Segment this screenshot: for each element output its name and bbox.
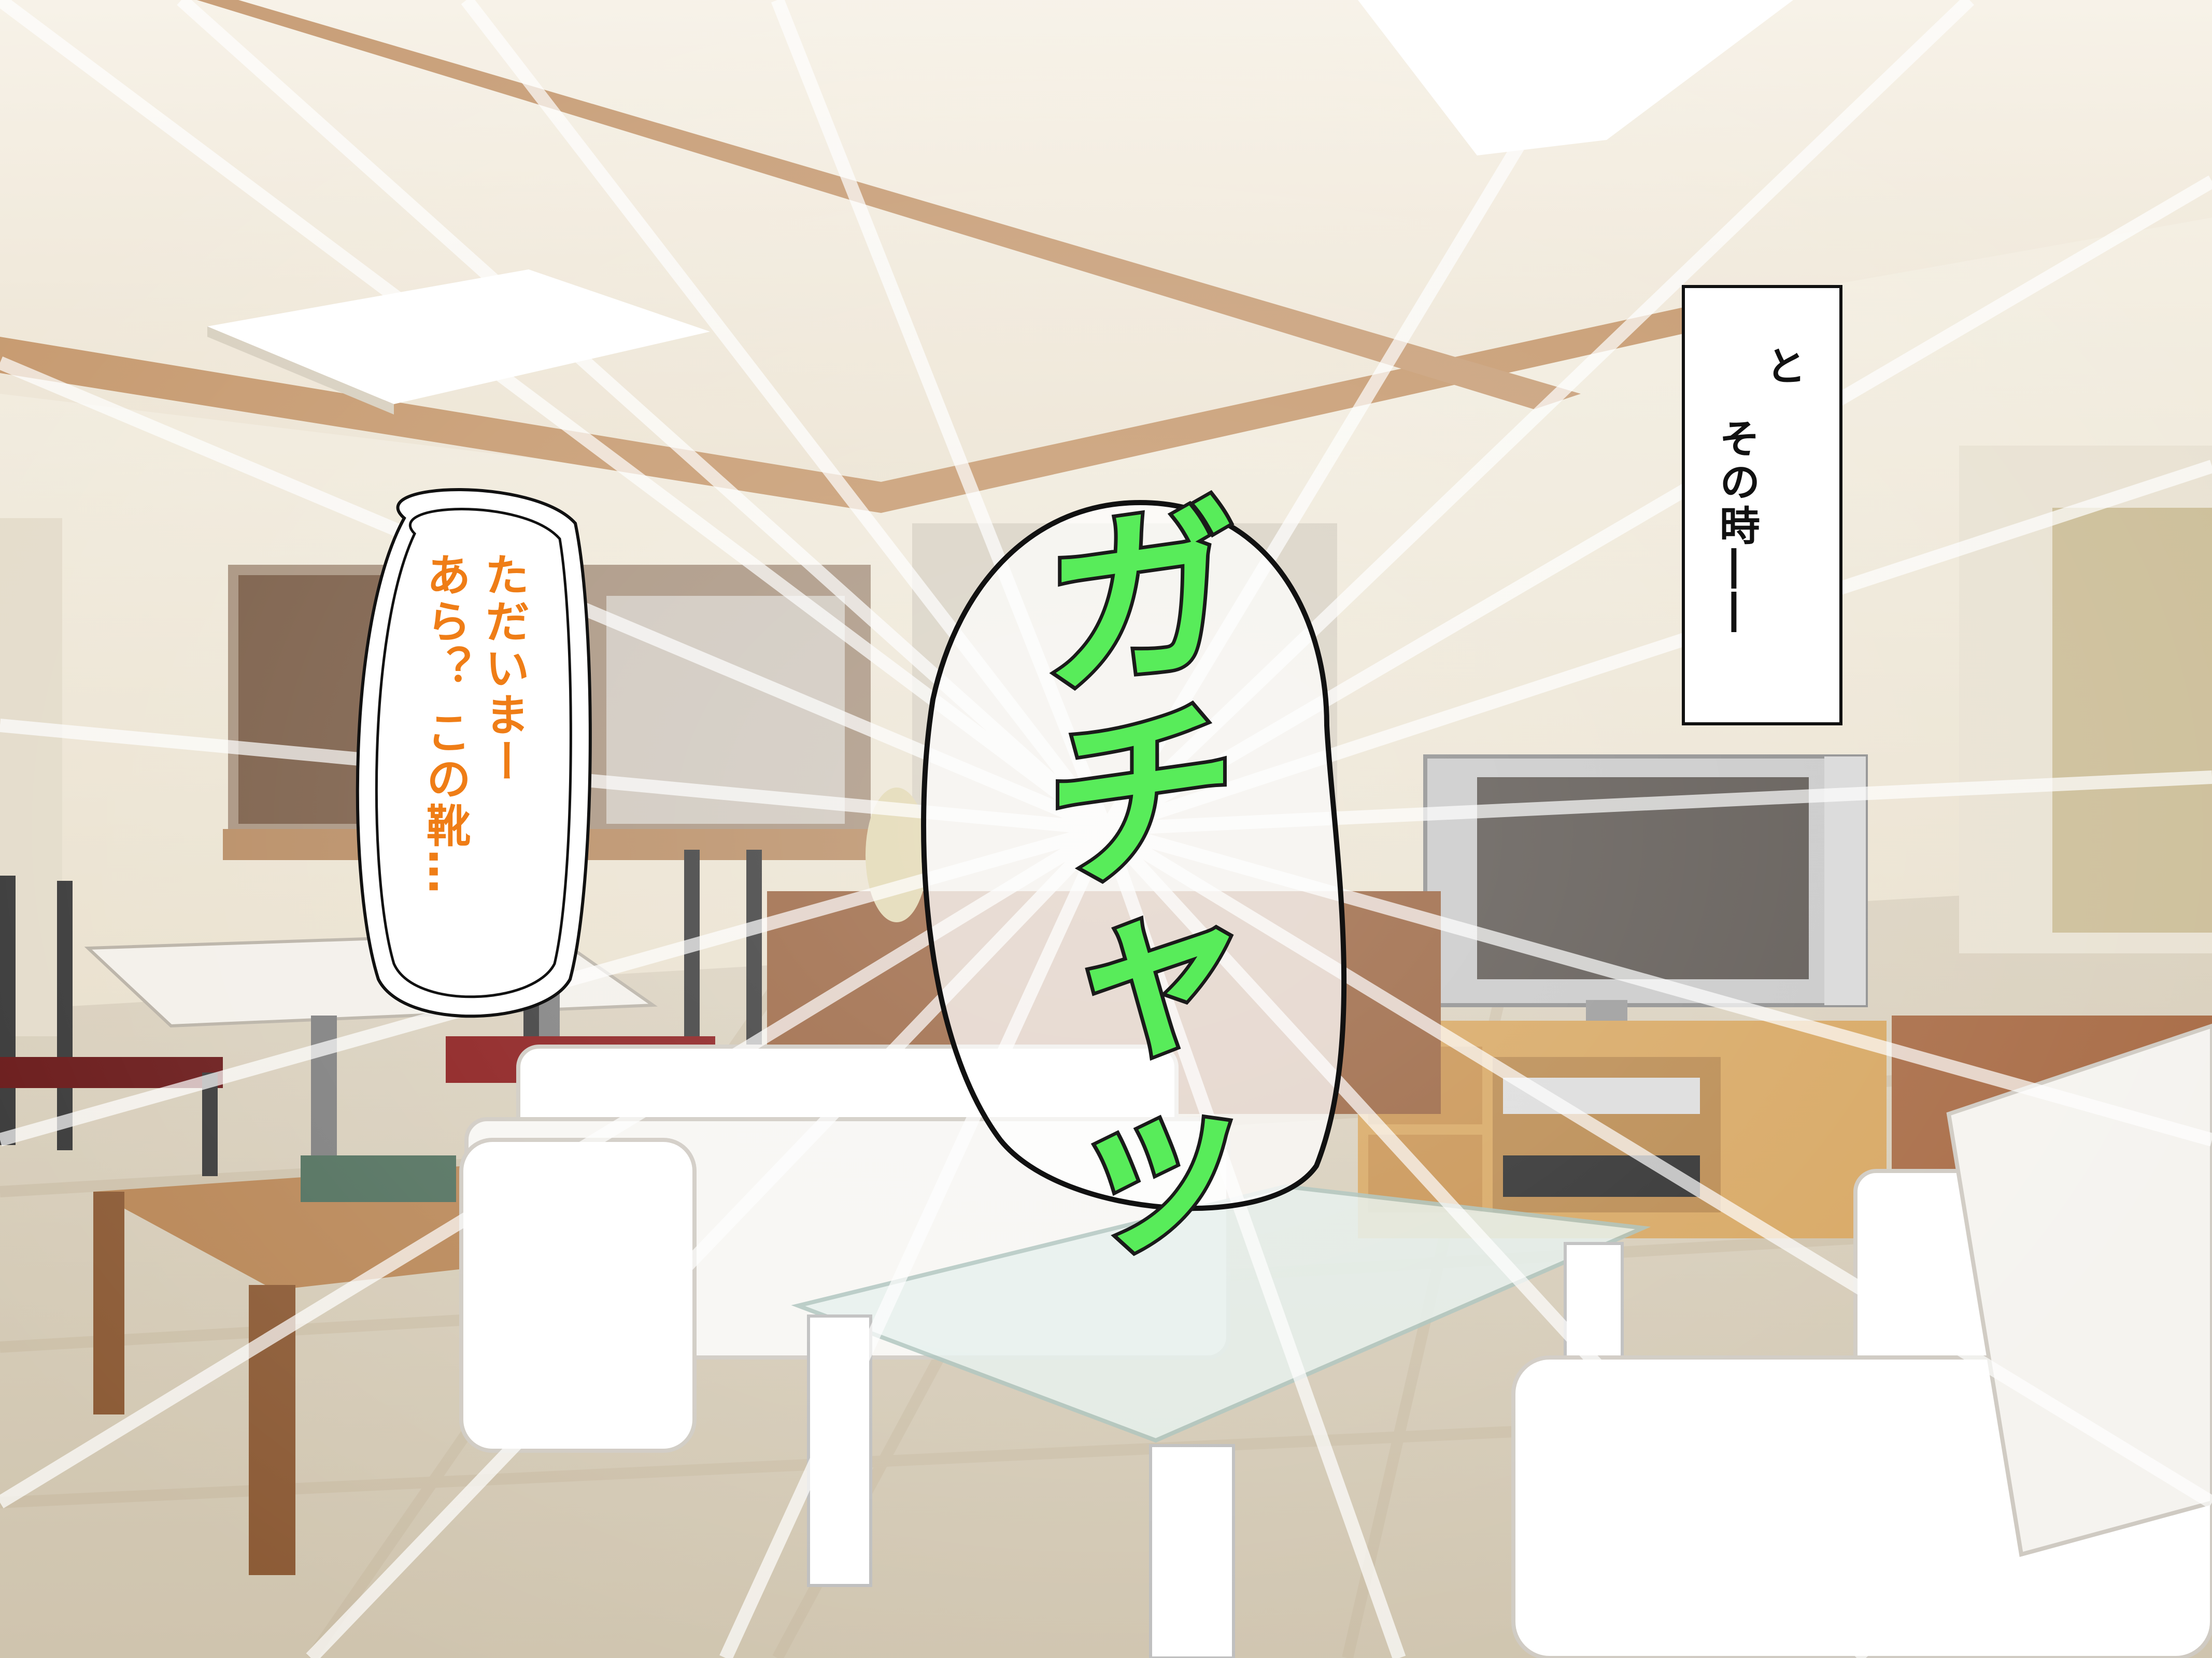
sound-effect-text: ガチャッ — [1004, 478, 1241, 1305]
speech-line-2: あら？ この靴… — [415, 548, 474, 899]
narration-line-1: と — [1760, 345, 1806, 389]
narration-line-2: その時―― — [1713, 418, 1760, 635]
narration-box: と その時―― — [1682, 285, 1842, 725]
speech-line-1: ただいまー — [473, 548, 532, 789]
